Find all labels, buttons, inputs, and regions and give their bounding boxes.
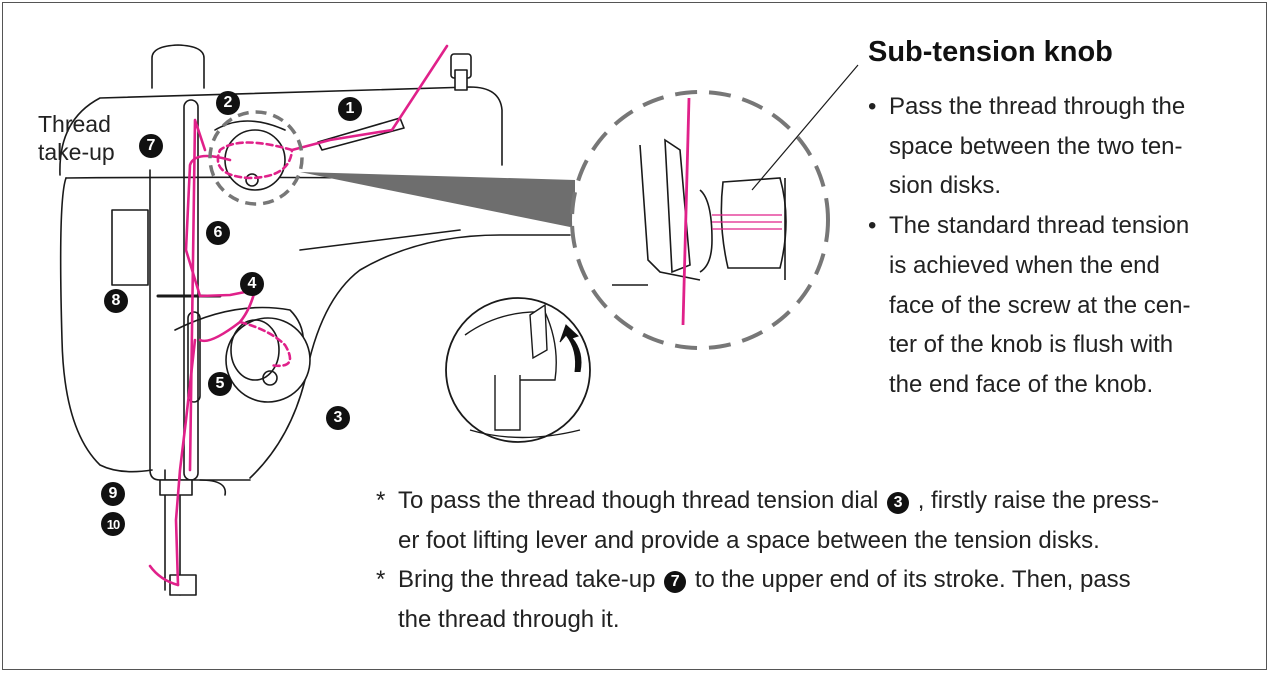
arrow-up-icon <box>559 324 582 373</box>
note-item: * Bring the thread take-up 7 to the uppe… <box>376 560 1236 639</box>
note-text: Bring the thread take-up <box>398 566 656 594</box>
marker-9: 9 <box>101 482 125 506</box>
bullet-line: ter of the knob is flush with <box>889 331 1174 359</box>
notes-list: * To pass the thread though thread tensi… <box>376 481 1236 640</box>
bullet-item: The standard thread tension is achieved … <box>868 206 1248 405</box>
thread-takeup-label: Thread take-up <box>38 110 115 166</box>
marker-1: 1 <box>338 97 362 121</box>
note-asterisk: * <box>376 566 386 594</box>
bullet-line: The standard thread tension <box>889 212 1190 240</box>
bullet-line: space between the two ten- <box>889 132 1183 160</box>
subtension-bullets: Pass the thread through the space betwee… <box>868 87 1248 405</box>
note-line: er foot lifting lever and provide a spac… <box>398 526 1100 554</box>
bullet-line: the end face of the knob. <box>889 370 1154 398</box>
thread-takeup-label-line2: take-up <box>38 139 115 165</box>
note-asterisk: * <box>376 487 386 514</box>
note-item: * To pass the thread though thread tensi… <box>376 481 1236 560</box>
subtension-heading: Sub-tension knob <box>868 36 1113 68</box>
marker-4: 4 <box>240 272 264 296</box>
note-line: To pass the thread though thread tension… <box>398 481 1236 521</box>
marker-5: 5 <box>208 372 232 396</box>
bullet-line: Pass the thread through the <box>889 93 1186 120</box>
bullet-line: sion disks. <box>889 172 1002 200</box>
bullet-item: Pass the thread through the space betwee… <box>868 87 1248 206</box>
marker-10: 10 <box>101 512 125 536</box>
bullet-line: face of the screw at the cen- <box>889 291 1191 319</box>
marker-2: 2 <box>216 91 240 115</box>
marker-8: 8 <box>104 289 128 313</box>
note-badge: 7 <box>664 571 687 594</box>
thread-takeup-label-line1: Thread <box>38 111 111 137</box>
note-badge: 3 <box>887 492 910 514</box>
note-text: , firstly raise the press- <box>917 487 1160 514</box>
note-line: Bring the thread take-up 7 to the upper … <box>398 560 1236 600</box>
note-line: the thread through it. <box>398 606 620 634</box>
note-text: To pass the thread though thread tension… <box>398 487 879 514</box>
note-text: to the upper end of its stroke. Then, pa… <box>694 566 1131 594</box>
marker-3: 3 <box>326 406 350 430</box>
bullet-line: is achieved when the end <box>889 251 1160 279</box>
marker-6: 6 <box>206 221 230 245</box>
marker-7: 7 <box>139 134 163 158</box>
